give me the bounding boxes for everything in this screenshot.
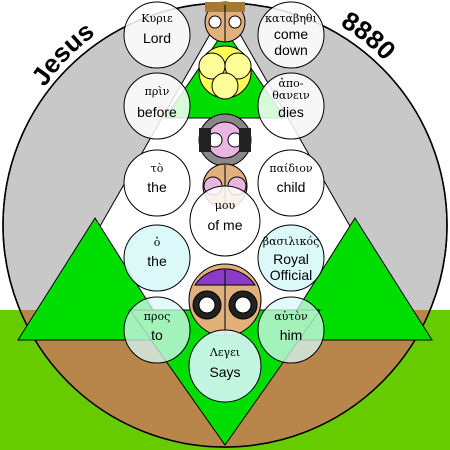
- english-word: Lord: [143, 30, 171, 46]
- word-circle-royal-official: βασιλικός Royal Official: [257, 224, 325, 292]
- word-circle-to: προς to: [123, 296, 191, 364]
- word-circle-come-down: καταβηθι come down: [257, 1, 325, 69]
- greek-word: καταβηθι: [265, 12, 317, 25]
- greek-word: μου: [215, 199, 236, 212]
- face-lower: [188, 263, 262, 337]
- english-word: come: [274, 26, 308, 42]
- greek-word: Κυριε: [141, 12, 173, 25]
- word-circle-him: αὐτὸν him: [257, 296, 325, 364]
- english-word: Says: [209, 364, 240, 380]
- word-circle-before: πρὶν before: [123, 72, 191, 140]
- english-word: of me: [207, 217, 242, 233]
- word-circle-says: Λεγει Says: [188, 329, 262, 403]
- greek-word: παίδιον: [269, 162, 313, 175]
- word-circle-lord: Κυριε Lord: [123, 1, 191, 69]
- greek-word: προς: [144, 310, 170, 323]
- word-circle-the-2: ὁ the: [123, 224, 191, 292]
- greek-word-line2: θανειν: [272, 89, 310, 102]
- english-word: child: [277, 179, 306, 195]
- english-word: him: [280, 327, 303, 343]
- greek-word: ὁ: [154, 236, 161, 249]
- yellow-flower: [198, 45, 252, 100]
- greek-word: Λεγει: [209, 346, 240, 359]
- word-circle-dies: ἀπο- θανειν dies: [257, 72, 325, 140]
- english-word: the: [147, 253, 167, 269]
- english-word: dies: [278, 104, 304, 120]
- face-top: [204, 1, 246, 43]
- english-word-line2: down: [274, 42, 307, 58]
- word-circle-of-me: μου of me: [189, 185, 261, 257]
- greek-word: πρὶν: [145, 85, 170, 98]
- face-upper: [198, 113, 252, 167]
- word-circle-child: παίδιον child: [257, 149, 325, 217]
- english-word: Royal: [273, 251, 309, 267]
- greek-word: αὐτὸν: [274, 310, 308, 323]
- word-circle-the-1: τὸ the: [123, 149, 191, 217]
- greek-word: τὸ: [151, 162, 164, 175]
- english-word-line2: Official: [270, 267, 313, 283]
- greek-word: ἀπο-: [279, 77, 304, 90]
- greek-word: βασιλικός: [263, 235, 320, 248]
- english-word: before: [137, 104, 177, 120]
- english-word: the: [147, 179, 167, 195]
- english-word: to: [151, 327, 163, 343]
